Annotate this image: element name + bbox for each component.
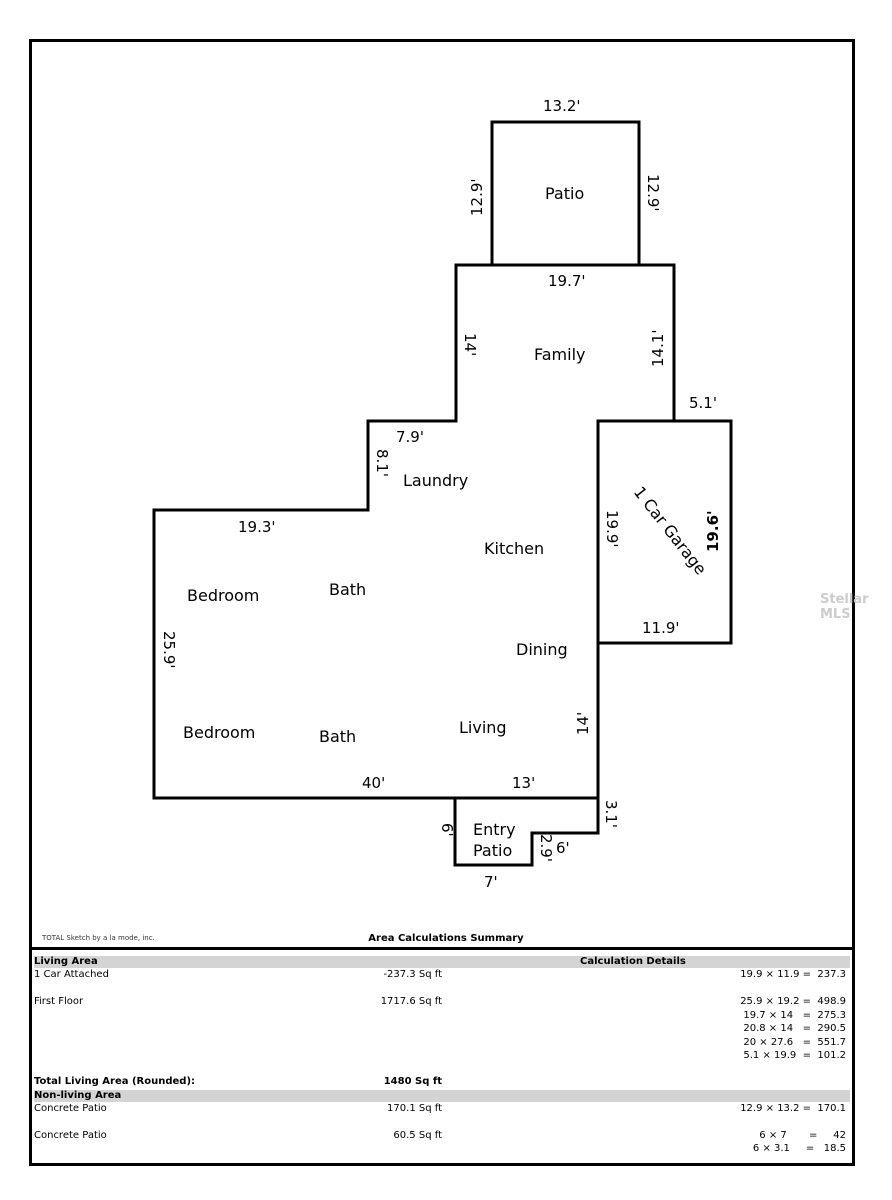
room-label: Patio (473, 841, 512, 860)
watermark: Stellar MLS (820, 592, 869, 622)
dimension-label: 6' (438, 823, 456, 837)
details-header: Calculation Details (580, 956, 686, 967)
dimension-label: 14.1' (649, 329, 667, 367)
row-name: First Floor (34, 996, 84, 1007)
row-calc: 12.9 × 13.2 = 170.1 (740, 1103, 846, 1114)
row-calc: 5.1 × 19.9 = 101.2 (743, 1050, 846, 1061)
row-name: Concrete Patio (34, 1130, 107, 1141)
section-label: Living Area (34, 956, 98, 967)
table-row: Concrete Patio 60.5 Sq ft 6 × 7 = 42 (34, 1130, 850, 1142)
room-label: Living (459, 718, 507, 737)
total-label: Total Living Area (Rounded): (34, 1076, 196, 1087)
area-calculations-table: Living Area Calculation Details 1 Car At… (32, 947, 852, 1163)
entry-patio-outline (453, 796, 600, 867)
room-label: Bedroom (187, 586, 259, 605)
dimension-label: 14' (461, 333, 479, 356)
house-outline (152, 263, 676, 800)
dimension-label: 14' (574, 712, 592, 735)
row-name: 1 Car Attached (34, 969, 109, 980)
dimension-label: 12.9' (644, 174, 662, 212)
dimension-label: 13' (512, 774, 535, 792)
dimension-label: 13.2' (543, 97, 581, 115)
room-label: Bath (329, 580, 366, 599)
row-area: -237.3 Sq ft (383, 969, 442, 980)
row-calc: 25.9 × 19.2 = 498.9 (740, 996, 846, 1007)
dimension-label: 19.3' (238, 518, 276, 536)
floor-plan-sketch: Patio Family Laundry Kitchen Bedroom Bat… (152, 97, 733, 891)
dimension-label: 7' (484, 873, 498, 891)
dimension-label: 19.9' (603, 510, 621, 548)
row-calc: 19.7 × 14 = 275.3 (743, 1010, 846, 1021)
row-calc: 19.9 × 11.9 = 237.3 (740, 969, 846, 980)
garage-outline (596, 419, 733, 645)
table-row: Concrete Patio 170.1 Sq ft 12.9 × 13.2 =… (34, 1103, 850, 1115)
total-row: Total Living Area (Rounded): 1480 Sq ft (34, 1076, 850, 1088)
dimension-label: 5.1' (689, 394, 717, 412)
dimension-label: 6' (556, 839, 570, 857)
dimension-label: 11.9' (642, 619, 680, 637)
dimension-label: 25.9' (160, 631, 178, 669)
room-label: Family (534, 345, 585, 364)
page-frame (29, 39, 855, 1166)
row-calc: 20.8 × 14 = 290.5 (743, 1023, 846, 1034)
dimension-label: 7.9' (396, 428, 424, 446)
room-label: Entry (473, 820, 516, 839)
room-label: Patio (545, 184, 584, 203)
dimension-label: 8.1' (373, 449, 391, 477)
table-row: First Floor 1717.6 Sq ft 25.9 × 19.2 = 4… (34, 996, 850, 1008)
living-area-header: Living Area Calculation Details (34, 956, 850, 968)
section-label: Non-living Area (34, 1090, 122, 1101)
row-area: 1717.6 Sq ft (380, 996, 442, 1007)
summary-title: Area Calculations Summary (368, 933, 524, 944)
room-label: Dining (516, 640, 568, 659)
room-label: Bath (319, 727, 356, 746)
room-label: Bedroom (183, 723, 255, 742)
nonliving-header: Non-living Area (34, 1090, 850, 1102)
row-name: Concrete Patio (34, 1103, 107, 1114)
software-credit: TOTAL Sketch by a la mode, inc. (42, 934, 155, 942)
row-area: 170.1 Sq ft (387, 1103, 442, 1114)
total-value: 1480 Sq ft (383, 1076, 442, 1087)
room-label: Kitchen (484, 539, 544, 558)
room-label: 1 Car Garage (630, 483, 711, 579)
dimension-label: 3.1' (602, 800, 620, 828)
row-calc: 6 × 7 = 42 (759, 1130, 846, 1141)
dimension-label: 19.6' (704, 510, 722, 552)
dimension-label: 2.9' (537, 834, 555, 862)
table-row: 1 Car Attached -237.3 Sq ft 19.9 × 11.9 … (34, 969, 850, 981)
row-area: 60.5 Sq ft (393, 1130, 442, 1141)
room-label: Laundry (403, 471, 468, 490)
row-calc: 6 × 3.1 = 18.5 (752, 1143, 846, 1154)
dimension-label: 19.7' (548, 272, 586, 290)
dimension-label: 12.9' (468, 178, 486, 216)
dimension-label: 40' (362, 774, 385, 792)
row-calc: 20 × 27.6 = 551.7 (743, 1037, 846, 1048)
